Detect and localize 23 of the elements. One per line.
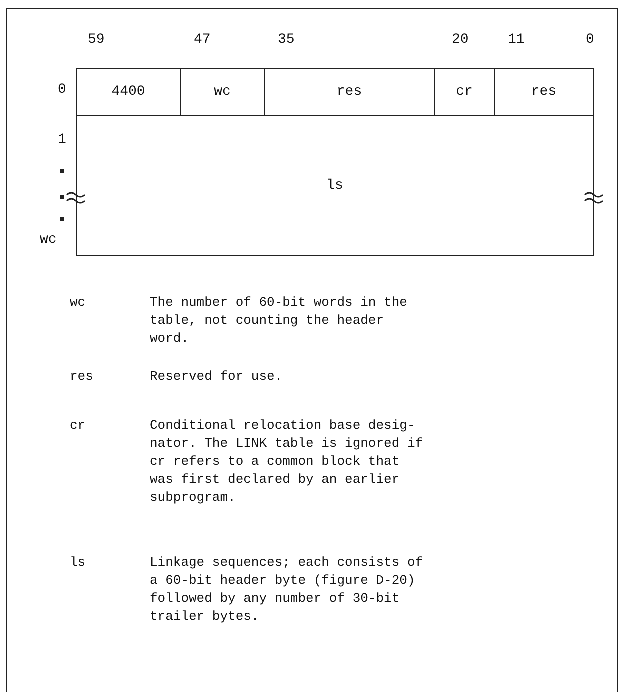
definition-text: The number of 60-bit words in the table, not counting the header word. [150,294,408,348]
term-label: ls [70,554,86,572]
field-cell: wc [181,68,265,116]
bit-number: 59 [88,32,105,48]
word-number: wc [40,232,57,248]
term-label: res [70,368,94,386]
field-cell: res [265,68,435,116]
bit-number: 11 [508,32,525,48]
bit-number: 47 [194,32,211,48]
field-cell: 4400 [76,68,181,116]
term-label: wc [70,294,86,312]
definition-text: Linkage sequences; each consists of a 60-bit header byte (figure D-20) followed by any number of 30-bit trailer bytes. [150,554,424,626]
field-cell: res [495,68,594,116]
table-body-field: ls [76,116,594,256]
bit-number: 20 [452,32,469,48]
bit-number: 0 [586,32,594,48]
field-cell: cr [435,68,495,116]
definition-text: Reserved for use. [150,368,284,386]
bit-number: 35 [278,32,295,48]
word-number: 1 [58,132,66,148]
term-label: cr [70,417,86,435]
word-number: 0 [58,82,66,98]
definition-text: Conditional relocation base desig- nator. The LINK table is ignored if cr refers to a common block that was first declared by an earlier subprogram. [150,417,424,507]
